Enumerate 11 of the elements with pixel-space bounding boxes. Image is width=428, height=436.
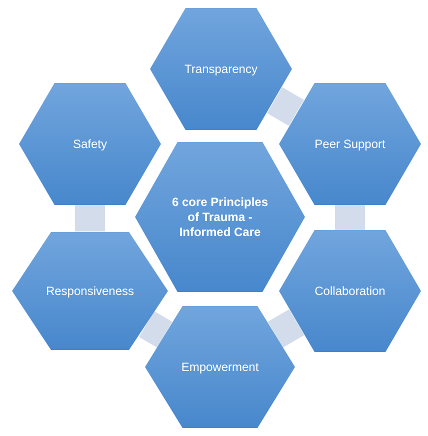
- principle-label: Peer Support: [314, 136, 386, 152]
- connector-band: [335, 205, 365, 230]
- connector-band: [138, 311, 172, 348]
- principle-label: Responsiveness: [46, 284, 134, 298]
- principle-label: Empowerment: [181, 360, 259, 374]
- connector-band: [267, 87, 304, 126]
- connector-band: [268, 309, 304, 348]
- principle-label: Collaboration: [314, 284, 386, 298]
- principle-label: Transparency: [184, 62, 258, 76]
- principle-label: Safety: [72, 136, 108, 152]
- title-text: 6 core Principles of Trauma - Informed Care: [170, 194, 270, 240]
